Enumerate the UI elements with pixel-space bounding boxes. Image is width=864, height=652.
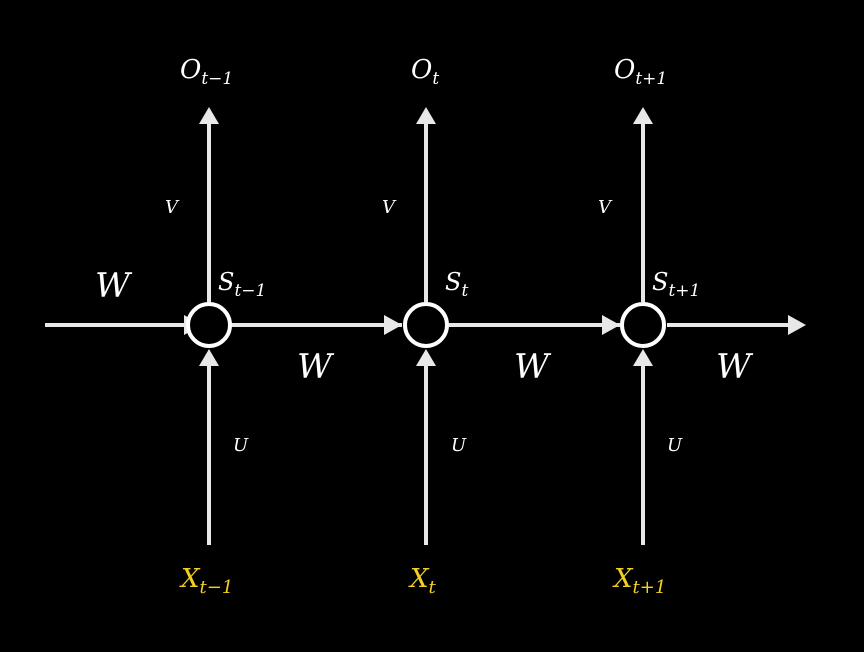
state-label-3-sub: t+1 (668, 281, 700, 301)
output-label-2: Ot (411, 55, 439, 89)
w-arrowhead-out-of-state-3 (788, 315, 806, 335)
state-label-2-base: S (445, 268, 461, 296)
state-label-2-sub: t (461, 281, 468, 301)
v-label-2: V (382, 197, 397, 218)
v-arrowhead-step-2 (416, 107, 436, 124)
output-label-1: Ot−1 (180, 55, 233, 89)
w-arrowhead-state-1-to-2 (384, 315, 402, 335)
input-label-1-base: X (179, 564, 201, 594)
v-label-1: V (165, 197, 180, 218)
w-arrowhead-state-2-to-3 (602, 315, 620, 335)
output-label-1-base: O (180, 55, 201, 85)
w-label-after-state-3: W (716, 347, 754, 387)
input-label-2-base: X (408, 564, 430, 594)
u-arrowhead-step-2 (416, 349, 436, 366)
w-label-left: W (95, 266, 133, 306)
w-label-after-state-1: W (297, 347, 335, 387)
output-label-2-base: O (411, 55, 432, 85)
state-label-3-base: S (652, 268, 668, 296)
v-arrowhead-step-3 (633, 107, 653, 124)
u-arrowhead-step-3 (633, 349, 653, 366)
w-label-after-state-2: W (514, 347, 552, 387)
state-label-1-sub: t−1 (234, 281, 266, 301)
input-label-3: Xt+1 (612, 564, 666, 598)
v-arrowhead-step-1 (199, 107, 219, 124)
output-label-3: Ot+1 (614, 55, 667, 89)
input-label-3-base: X (612, 564, 634, 594)
output-label-2-sub: t (432, 69, 439, 89)
output-label-1-sub: t−1 (201, 69, 233, 89)
input-label-1-sub: t−1 (200, 577, 234, 598)
input-label-2-sub: t (429, 577, 437, 598)
state-label-1: St−1 (218, 268, 266, 301)
state-node-3 (620, 302, 666, 348)
state-node-1 (186, 302, 232, 348)
input-label-3-sub: t+1 (633, 577, 667, 598)
state-node-2 (403, 302, 449, 348)
output-label-3-sub: t+1 (635, 69, 667, 89)
u-label-2: U (451, 435, 467, 456)
state-label-3: St+1 (652, 268, 700, 301)
u-label-3: U (667, 435, 683, 456)
u-label-1: U (233, 435, 249, 456)
output-label-3-base: O (614, 55, 635, 85)
state-label-1-base: S (218, 268, 234, 296)
u-arrowhead-step-1 (199, 349, 219, 366)
v-label-3: V (598, 197, 613, 218)
input-label-1: Xt−1 (179, 564, 233, 598)
state-label-2: St (445, 268, 468, 301)
input-label-2: Xt (408, 564, 437, 598)
